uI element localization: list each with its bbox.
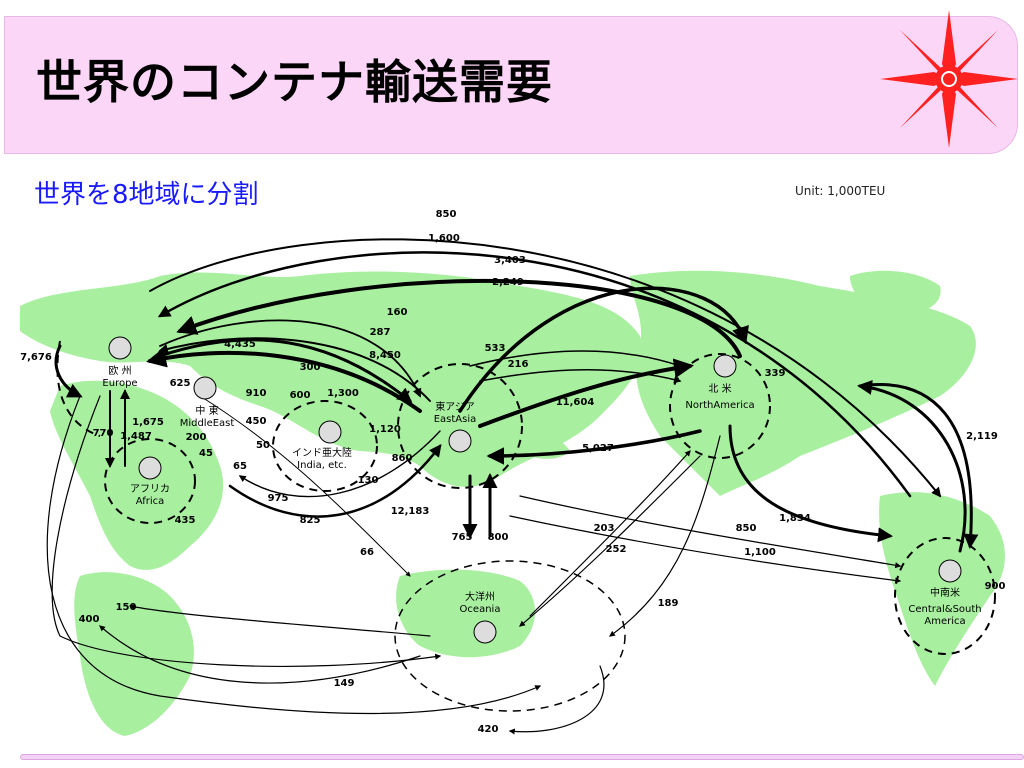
flow-value: 850 (736, 523, 757, 534)
oceania-boundary (394, 560, 626, 712)
flow-arrows (46, 238, 979, 735)
world-flow-map: 欧 州 Europe 中 東 MiddleEast インド亜大陸 India, … (20, 209, 1006, 736)
flow-value: 65 (233, 461, 247, 472)
flow-value: 825 (300, 515, 321, 526)
oceania-hub (473, 620, 497, 644)
africa-label-jp: アフリカ (130, 483, 170, 495)
flow-value: 420 (478, 724, 499, 735)
flow-value: 130 (358, 475, 379, 486)
flow-value: 625 (170, 378, 191, 389)
flow-value: 1,300 (327, 388, 359, 399)
middle-east-label-en: MiddleEast (180, 418, 235, 429)
flow-value: 3,403 (494, 255, 526, 266)
north-america-hub (713, 354, 737, 378)
flow-value: 287 (370, 327, 391, 338)
flow-value: 160 (387, 307, 408, 318)
flow-value: 850 (436, 209, 457, 220)
flow-value: 1,675 (132, 417, 164, 428)
flow-value: 200 (186, 432, 207, 443)
africa-label-en: Africa (136, 496, 165, 507)
central-label-en: Central&South (908, 604, 981, 615)
flow-value: 400 (79, 614, 100, 625)
flow-value: 1,487 (120, 431, 152, 442)
flow-value: 216 (508, 359, 529, 370)
flow-value: 66 (360, 547, 374, 558)
flow-value: 533 (485, 343, 506, 354)
footer-divider (20, 754, 1024, 760)
subtitle: 世界を8地域に分割 (34, 180, 259, 210)
flow-value: 800 (488, 532, 509, 543)
flow-value: 600 (290, 390, 311, 401)
europe-hub (108, 336, 132, 360)
east-asia-label-en: EastAsia (434, 414, 477, 425)
central-boundary (894, 537, 996, 655)
page-title: 世界のコンテナ輸送需要 (36, 55, 553, 109)
region-hubs (108, 336, 962, 644)
flow-value: 1,120 (369, 424, 401, 435)
flow-value: 770 (93, 428, 114, 439)
flow-value: 339 (765, 368, 786, 379)
north-america-boundary (669, 353, 771, 459)
oceania-label-jp: 大洋州 (465, 590, 495, 603)
flow-value: 1,100 (744, 547, 776, 558)
europe-boundary (56, 340, 101, 437)
north-america-label-en: NorthAmerica (685, 400, 754, 411)
flow-value: 2,119 (966, 431, 998, 442)
india-boundary (272, 400, 378, 492)
central-label-en2: America (924, 616, 965, 627)
flow-value: 975 (268, 493, 289, 504)
region-boundaries (56, 340, 996, 712)
flow-value: 2,249 (492, 277, 524, 288)
europe-label-en: Europe (102, 378, 137, 389)
africa-boundary (104, 438, 196, 524)
south-america-land (74, 572, 194, 736)
australia-land (396, 569, 535, 658)
flow-value: 435 (175, 515, 196, 526)
europe-label-jp: 欧 州 (108, 365, 131, 377)
flow-value: 860 (392, 453, 413, 464)
flow-value: 149 (334, 678, 355, 689)
title-banner (4, 16, 1018, 154)
flow-value: 12,183 (391, 506, 430, 517)
india-hub (318, 420, 342, 444)
compass-star-icon (880, 10, 1018, 148)
flow-value: 7,676 (20, 352, 52, 363)
flow-value: 4,435 (224, 339, 256, 350)
flow-value: 5,027 (582, 443, 614, 454)
flow-value: 900 (985, 581, 1006, 592)
flow-value: 252 (606, 544, 627, 555)
oceania-label-en: Oceania (460, 604, 501, 615)
east-asia-label-jp: 東アジア (435, 400, 475, 413)
flow-value: 1,834 (779, 513, 811, 524)
africa-land (50, 380, 224, 570)
flow-value: 150 (116, 602, 137, 613)
north-america-label-jp: 北 米 (708, 382, 731, 395)
central-label-jp: 中南米 (930, 586, 960, 599)
flow-value: 300 (300, 362, 321, 373)
flow-value: 203 (594, 523, 615, 534)
flow-value: 1,600 (428, 233, 460, 244)
flow-value: 450 (246, 416, 267, 427)
flow-value: 11,604 (556, 397, 595, 408)
middle-east-hub (193, 376, 217, 400)
east-asia-hub (448, 429, 472, 453)
eurasia-land (20, 271, 642, 487)
flow-value: 50 (256, 440, 270, 451)
greenland-land (850, 270, 941, 315)
middle-east-label-jp: 中 東 (195, 404, 218, 417)
flow-value: 189 (658, 598, 679, 609)
unit-label: Unit: 1,000TEU (795, 184, 886, 198)
india-label-en: India, etc. (297, 460, 347, 471)
india-label-jp: インド亜大陸 (292, 446, 352, 459)
flow-value: 45 (199, 448, 213, 459)
east-asia-boundary (397, 363, 523, 489)
flow-value: 8,450 (369, 350, 401, 361)
africa-hub (138, 456, 162, 480)
flow-value: 910 (246, 388, 267, 399)
flow-value: 765 (452, 532, 473, 543)
central-hub (938, 559, 962, 583)
